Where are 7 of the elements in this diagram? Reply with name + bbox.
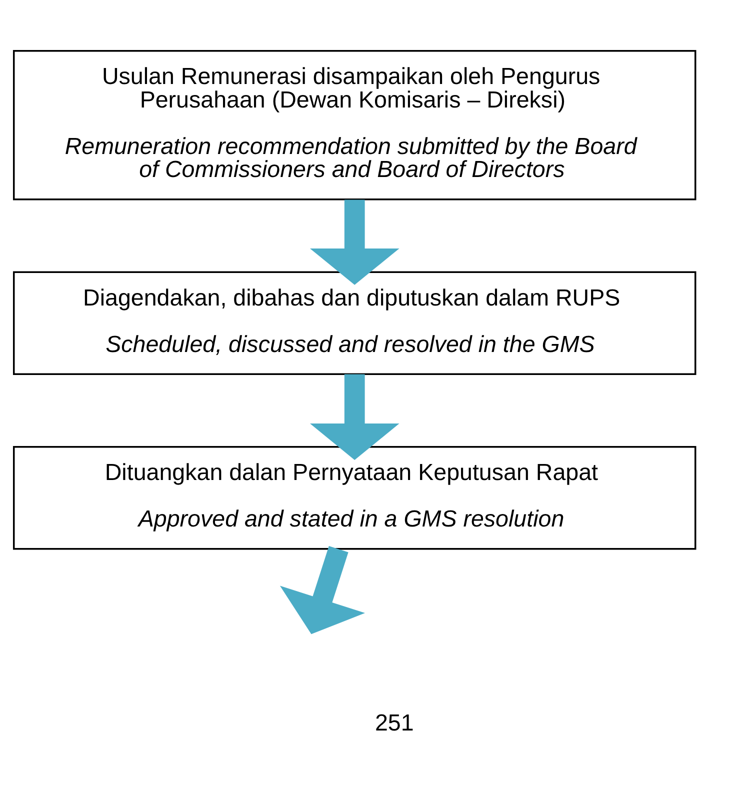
node-box: Dituangkan dalan Pernyataan Keputusan Rapat Approved and stated in a GMS resolution bbox=[12, 446, 696, 550]
node-box: Usulan Remunerasi disampaikan oleh Pengurus Perusahaan (Dewan Komisaris – Direksi) Remuneration recommendation submitted by the Board of Commissioners and Board of Directors bbox=[12, 50, 696, 200]
node-box: Diagendakan, dibahas dan diputuskan dalam RUPS Scheduled, discussed and resolved in the GMS bbox=[12, 271, 696, 375]
arrow bbox=[280, 546, 365, 634]
arrow bbox=[310, 374, 400, 460]
label: 251 bbox=[375, 710, 414, 736]
arrow bbox=[310, 200, 400, 285]
